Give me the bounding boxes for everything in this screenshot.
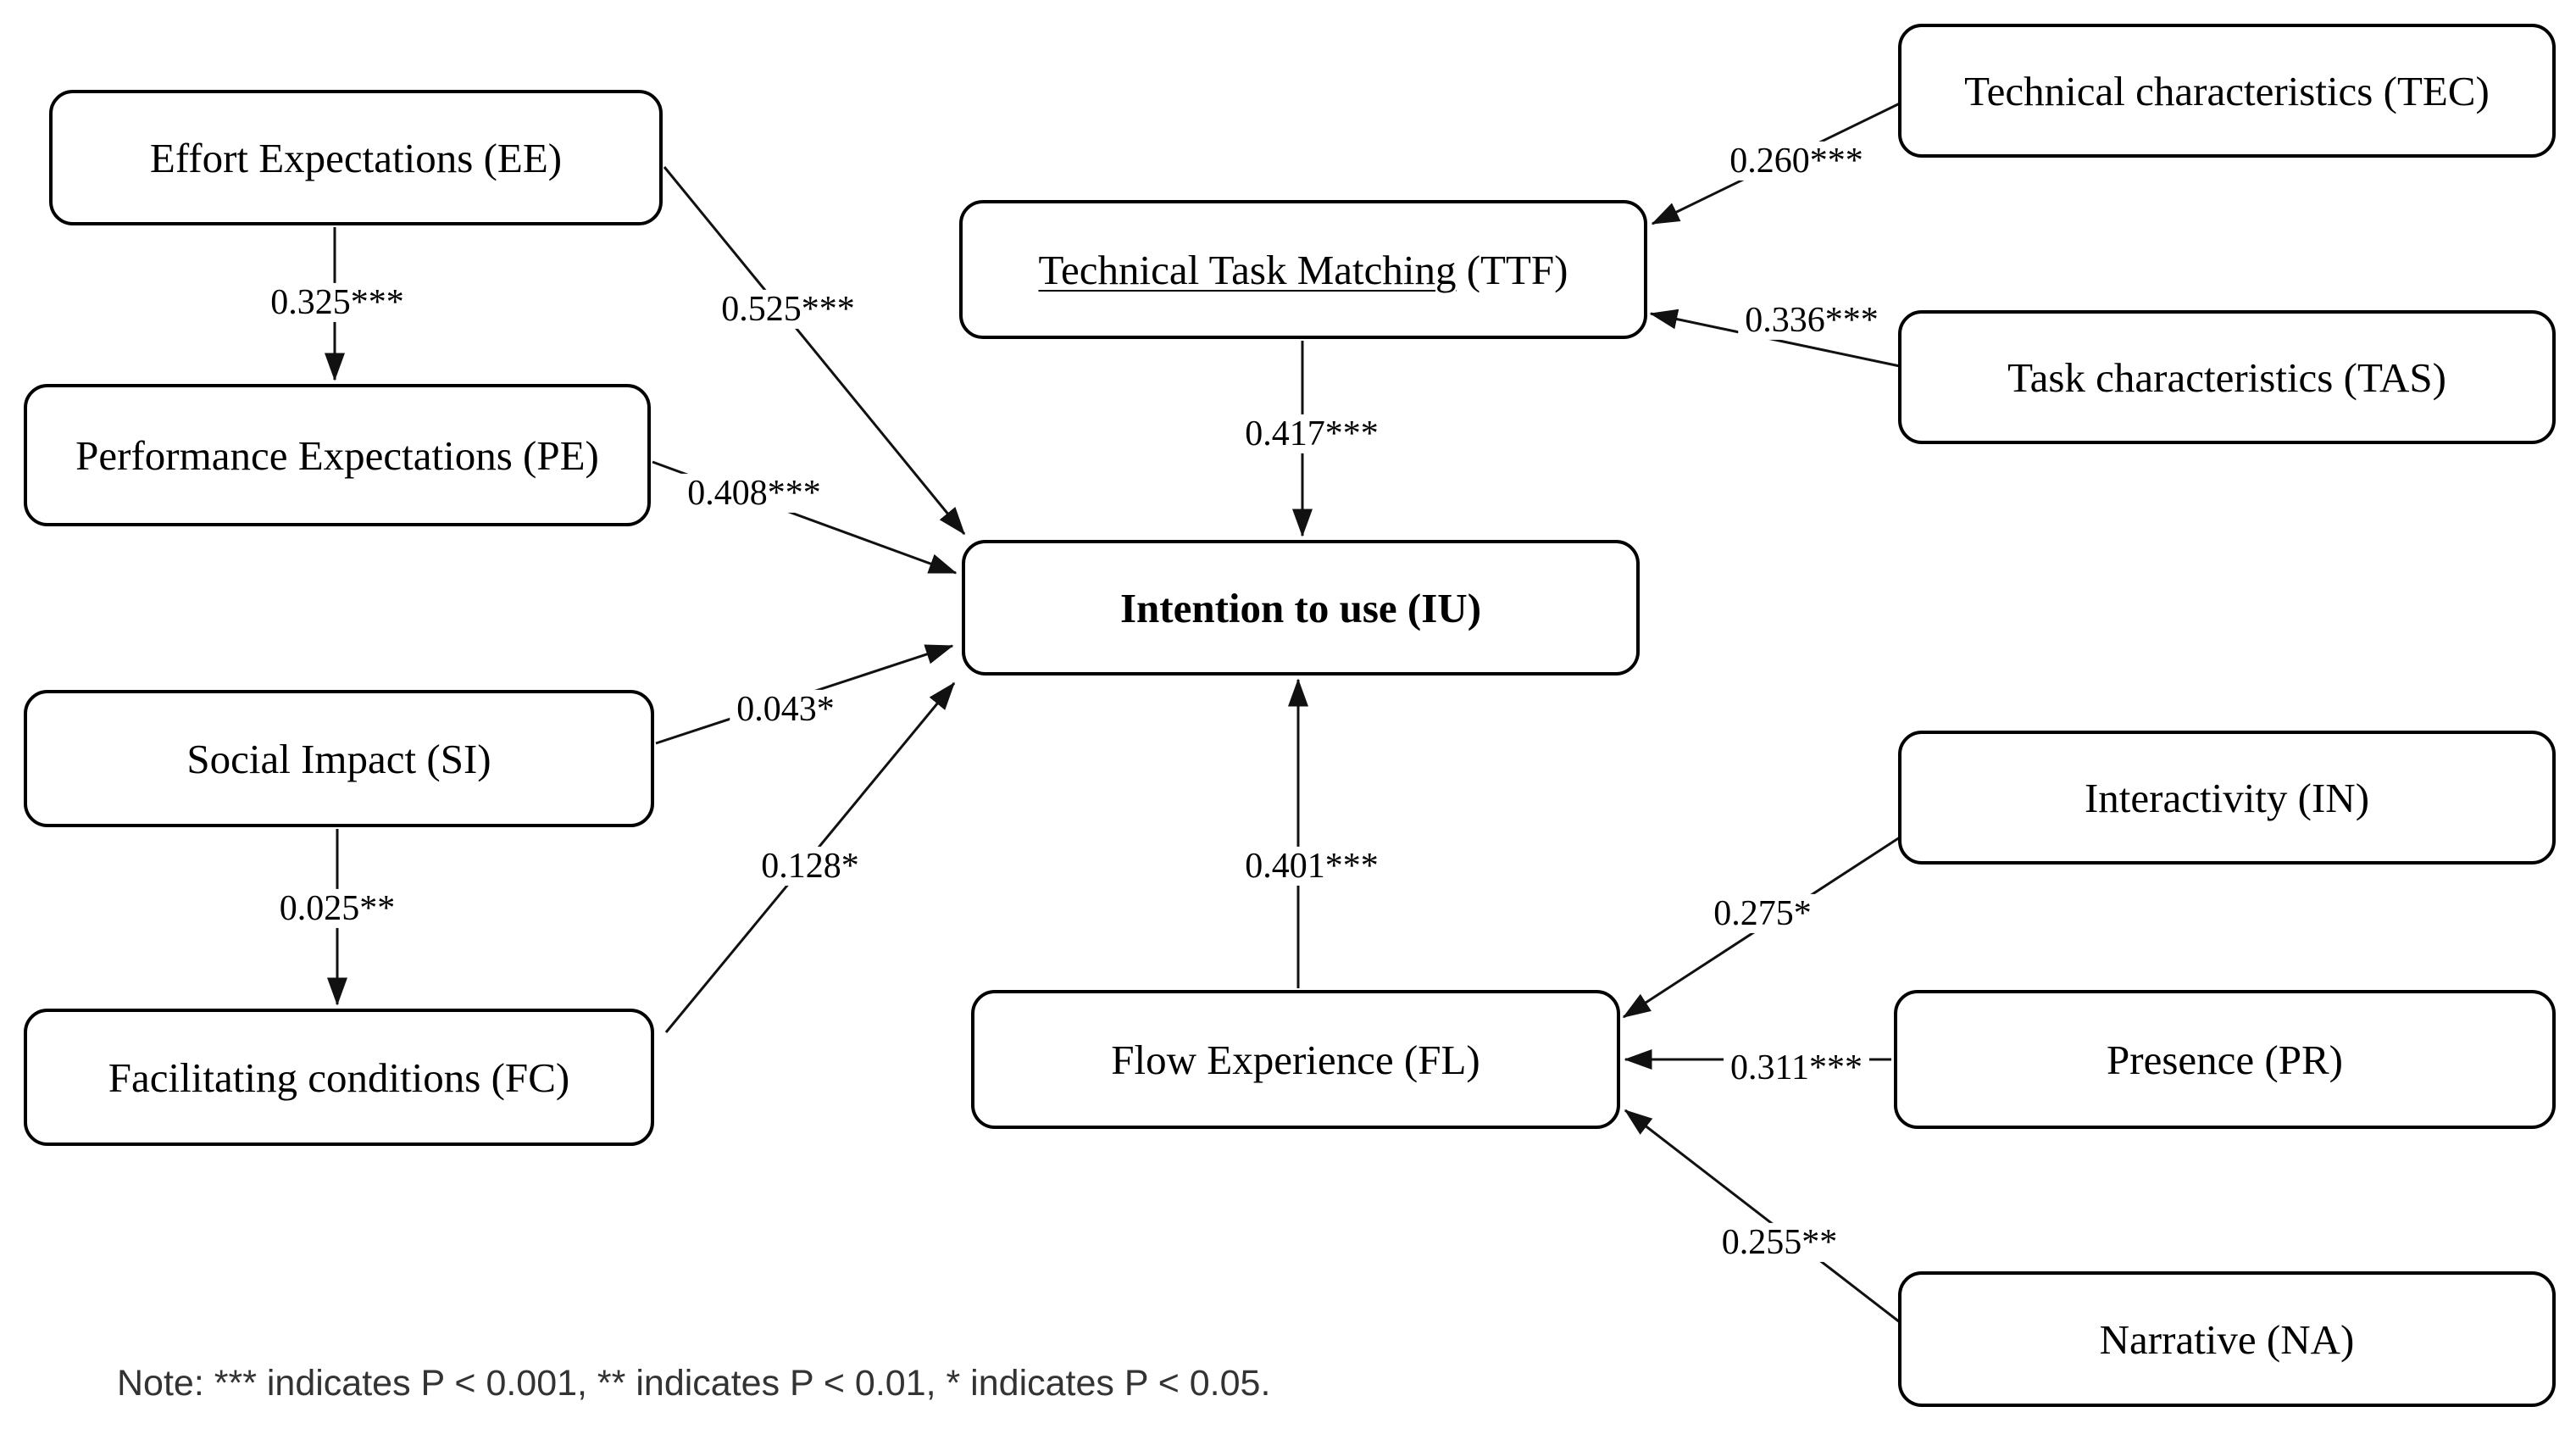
node-social-impact: Social Impact (SI)	[24, 690, 654, 827]
arrow-ee-to-iu	[663, 166, 966, 536]
path-coefficient-si-fc: 0.025**	[272, 888, 402, 929]
path-coefficient-in-fl: 0.275*	[1707, 893, 1818, 934]
path-coefficient-pr-fl: 0.311***	[1724, 1048, 1869, 1088]
path-coefficient-ee-iu: 0.525***	[714, 289, 862, 330]
path-coefficient-ee-pe: 0.325***	[264, 282, 411, 323]
ttf-label-underlined: Technical Task Matching	[1038, 246, 1457, 293]
path-coefficient-fl-iu: 0.401***	[1238, 846, 1385, 887]
path-coefficient-tec-ttf: 0.260***	[1723, 141, 1870, 181]
path-coefficient-pe-iu: 0.408***	[680, 473, 828, 514]
node-effort-expectations: Effort Expectations (EE)	[49, 90, 663, 225]
path-coefficient-ttf-iu: 0.417***	[1238, 414, 1385, 454]
node-technical-characteristics: Technical characteristics (TEC)	[1898, 24, 2556, 158]
path-coefficient-fc-iu: 0.128*	[754, 846, 866, 887]
node-task-characteristics: Task characteristics (TAS)	[1898, 310, 2556, 444]
significance-note: Note: *** indicates P < 0.001, ** indica…	[117, 1363, 1271, 1404]
node-facilitating-conditions: Facilitating conditions (FC)	[24, 1009, 654, 1146]
path-coefficient-tas-ttf: 0.336***	[1738, 300, 1885, 341]
node-presence: Presence (PR)	[1894, 990, 2556, 1129]
path-coefficient-na-fl: 0.255**	[1714, 1222, 1845, 1263]
node-interactivity: Interactivity (IN)	[1898, 731, 2556, 865]
ttf-label-suffix: (TTF)	[1456, 246, 1568, 293]
node-performance-expectations: Performance Expectations (PE)	[24, 384, 651, 526]
node-flow-experience: Flow Experience (FL)	[971, 990, 1620, 1129]
path-coefficient-si-iu: 0.043*	[730, 689, 841, 730]
node-narrative: Narrative (NA)	[1898, 1271, 2556, 1407]
node-intention-to-use: Intention to use (IU)	[962, 540, 1640, 676]
node-technical-task-matching: Technical Task Matching (TTF)	[959, 200, 1647, 339]
arrow-na-to-fl	[1624, 1109, 1901, 1324]
